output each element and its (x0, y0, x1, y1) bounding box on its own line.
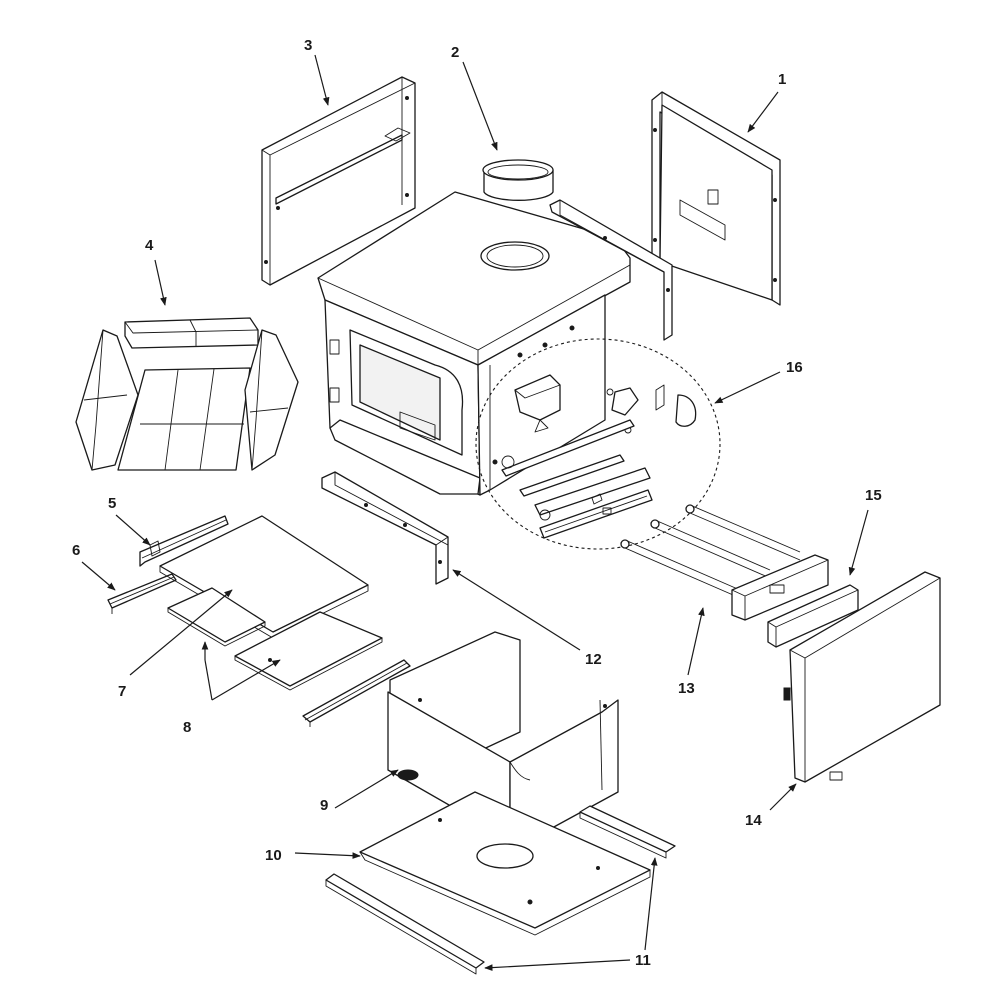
part-6-rail (107, 573, 177, 614)
part-13-tube-assembly (620, 504, 829, 621)
callout-16: 16 (786, 359, 803, 376)
callout-1: 1 (778, 71, 786, 88)
rear-heat-shield-bracket (549, 199, 673, 341)
part-8-panels (167, 587, 383, 691)
part-4-firebricks (75, 317, 299, 471)
part-3-left-side-shield (261, 76, 416, 286)
callout-2: 2 (451, 44, 459, 61)
part-2-flue-collar (482, 159, 554, 201)
callout-6: 6 (72, 542, 80, 559)
callout-10: 10 (265, 847, 282, 864)
callout-13: 13 (678, 680, 695, 697)
callout-7: 7 (118, 683, 126, 700)
callout-11: 11 (635, 952, 651, 969)
part-16-blower-air-assembly (475, 338, 721, 550)
callout-12: 12 (585, 651, 602, 668)
part-12-front-channel (321, 471, 449, 585)
callout-labels: 1 2 3 4 5 6 7 8 9 10 11 12 13 14 15 16 (72, 37, 882, 969)
callout-4: 4 (145, 237, 154, 254)
callout-9: 9 (320, 797, 328, 814)
callout-8: 8 (183, 719, 191, 736)
part-14-side-panel (783, 571, 941, 783)
part-10-floor-plate (359, 791, 651, 936)
part-11-rails (325, 805, 676, 975)
leader-lines (81, 54, 869, 971)
stove-body (317, 191, 631, 496)
part-5-bracket (139, 515, 229, 567)
pedestal-rail (302, 659, 411, 727)
callout-5: 5 (108, 495, 116, 512)
callout-3: 3 (304, 37, 312, 54)
callout-14: 14 (745, 812, 762, 829)
callout-15: 15 (865, 487, 882, 504)
